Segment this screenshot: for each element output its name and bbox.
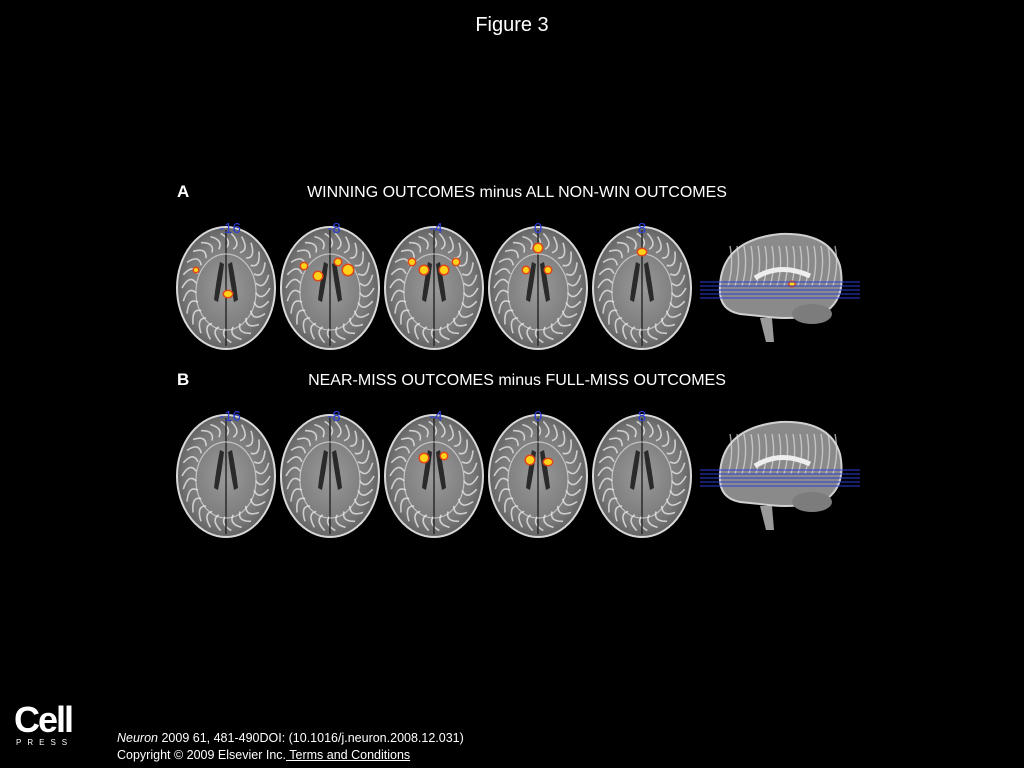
copyright-line: Copyright © 2009 Elsevier Inc. Terms and… <box>117 747 464 764</box>
logo-word: Cell <box>14 699 74 740</box>
figure-image: A WINNING OUTCOMES minus ALL NON-WIN OUT… <box>172 176 862 554</box>
axial-slice <box>382 222 486 352</box>
slice-label: 8 <box>637 408 647 425</box>
axial-slice <box>590 222 694 352</box>
axial-slice <box>278 222 382 352</box>
panel-a-title: WINNING OUTCOMES minus ALL NON-WIN OUTCO… <box>307 184 727 201</box>
panel-a: A WINNING OUTCOMES minus ALL NON-WIN OUT… <box>172 176 862 366</box>
slice-label: 0 <box>533 220 543 237</box>
axial-slice <box>174 410 278 540</box>
axial-slice <box>174 222 278 352</box>
panel-b-letter: B <box>177 370 190 389</box>
slice-label: -16 <box>219 220 241 237</box>
journal-name: Neuron <box>117 731 158 745</box>
copyright-text: Copyright © 2009 Elsevier Inc. <box>117 748 287 762</box>
axial-slice <box>486 222 590 352</box>
slice-label: -16 <box>219 408 241 425</box>
axial-slice <box>278 410 382 540</box>
citation-details: 2009 61, 481-490DOI: (10.1016/j.neuron.2… <box>158 731 464 745</box>
sagittal-slice <box>700 226 860 346</box>
panel-b-title: NEAR-MISS OUTCOMES minus FULL-MISS OUTCO… <box>308 372 726 389</box>
panel-a-letter: A <box>177 182 190 201</box>
slice-label: 8 <box>637 220 647 237</box>
axial-slice <box>382 410 486 540</box>
axial-slice <box>486 410 590 540</box>
cell-press-logo: Cell PRESS <box>14 700 86 752</box>
figure-title: Figure 3 <box>475 14 549 36</box>
panel-b: B NEAR-MISS OUTCOMES minus FULL-MISS OUT… <box>172 364 862 554</box>
slice-label: -8 <box>327 408 341 425</box>
terms-link[interactable]: Terms and Conditions <box>286 748 411 762</box>
citation-line: Neuron 2009 61, 481-490DOI: (10.1016/j.n… <box>117 730 464 747</box>
slice-label: 0 <box>533 408 543 425</box>
slice-label: -8 <box>327 220 341 237</box>
axial-slice <box>590 410 694 540</box>
slice-label: -4 <box>429 408 443 425</box>
slice-label: -4 <box>429 220 443 237</box>
logo-sub: PRESS <box>16 738 74 747</box>
citation: Neuron 2009 61, 481-490DOI: (10.1016/j.n… <box>117 730 464 764</box>
sagittal-slice <box>700 414 860 534</box>
